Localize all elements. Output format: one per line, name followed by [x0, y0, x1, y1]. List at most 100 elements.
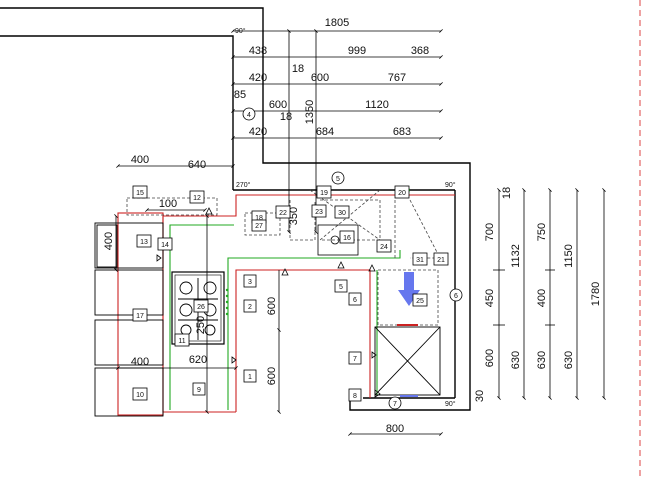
svg-text:6: 6 [454, 293, 458, 300]
box-13: 13 [136, 234, 152, 248]
dim-label: 30 [474, 390, 486, 402]
dim-label: 400 [103, 232, 115, 250]
counter-outline [117, 194, 455, 416]
wall-circle-6: 6 [449, 288, 463, 302]
box-10: 10 [132, 387, 148, 401]
svg-text:31: 31 [416, 257, 424, 264]
door-markers [156, 207, 381, 398]
svg-text:21: 21 [437, 257, 445, 264]
box-1: 1 [243, 369, 257, 383]
wall-circle-4: 4 [242, 107, 256, 121]
svg-text:3: 3 [248, 279, 252, 286]
numbered-boxes: 1 2 3 5 6 7 8 9 10 11 12 13 14 15 16 17 … [132, 185, 449, 402]
wall-labels: 4 5 6 7 [242, 107, 463, 410]
dim-label: 250 [195, 316, 207, 334]
dim-label: 630 [563, 351, 575, 369]
svg-text:5: 5 [339, 284, 343, 291]
dim-label: 600 [266, 297, 278, 315]
dim-label: 600 [484, 349, 496, 367]
box-26: 26 [193, 299, 209, 313]
svg-text:23: 23 [315, 209, 323, 216]
dim-label: 767 [388, 72, 406, 84]
dim-label: 18 [501, 187, 513, 199]
dim-label: 750 [536, 223, 548, 241]
dim-label: 600 [266, 367, 278, 385]
box-8: 8 [348, 388, 362, 402]
right-tall-unit [374, 324, 441, 397]
svg-text:7: 7 [393, 401, 397, 408]
dim-label: 350 [288, 207, 300, 225]
box-20: 20 [394, 185, 410, 199]
svg-text:24: 24 [380, 244, 388, 251]
svg-text:16: 16 [343, 235, 351, 242]
dim-label: 999 [348, 45, 366, 57]
dim-label: 640 [188, 159, 206, 171]
box-15: 15 [132, 185, 148, 199]
box-6: 6 [348, 292, 362, 306]
box-14: 14 [157, 237, 173, 251]
dim-label: 438 [249, 45, 267, 57]
wall-circle-5: 5 [331, 171, 345, 185]
dim-label: 600 [311, 72, 329, 84]
dim-label: 630 [536, 351, 548, 369]
dim-label: 400 [131, 356, 149, 368]
svg-text:18: 18 [255, 215, 263, 222]
box-5: 5 [334, 279, 348, 293]
box-17: 17 [132, 308, 148, 322]
dimension-labels: 1805 438 999 368 18 420 600 767 85 600 1… [103, 17, 602, 435]
svg-text:27: 27 [255, 223, 263, 230]
dim-label: 1805 [325, 17, 349, 29]
dim-label: 600 [269, 99, 287, 111]
svg-text:26: 26 [197, 304, 205, 311]
outer-walls [0, 7, 471, 411]
svg-text:6: 6 [353, 297, 357, 304]
svg-text:1: 1 [248, 374, 252, 381]
svg-text:7: 7 [353, 356, 357, 363]
svg-text:22: 22 [279, 210, 287, 217]
box-3: 3 [243, 274, 257, 288]
svg-text:9: 9 [197, 387, 201, 394]
dim-label: 683 [393, 126, 411, 138]
dimension-lines [114, 29, 606, 436]
svg-text:8: 8 [353, 393, 357, 400]
svg-text:15: 15 [136, 190, 144, 197]
dim-label: 400 [131, 154, 149, 166]
svg-text:11: 11 [178, 338, 185, 345]
svg-text:12: 12 [193, 195, 201, 202]
sink [317, 224, 359, 256]
svg-text:5: 5 [336, 176, 340, 183]
dim-label: 630 [510, 351, 522, 369]
dim-label: 18 [280, 111, 292, 123]
angle-labels: 90° 270° 90° 90° [235, 27, 456, 408]
dim-label: 800 [386, 423, 404, 435]
hob-range [171, 271, 229, 345]
box-9: 9 [192, 382, 206, 396]
box-27: 27 [251, 219, 267, 232]
dim-label: 620 [189, 354, 207, 366]
dim-label: 18 [292, 63, 304, 75]
dim-label: 1132 [510, 244, 522, 268]
angle-label: 90° [235, 27, 246, 35]
box-31: 31 [412, 252, 428, 266]
svg-text:10: 10 [136, 392, 144, 399]
svg-text:30: 30 [338, 210, 346, 217]
box-23: 23 [311, 204, 327, 218]
angle-label: 90° [445, 400, 456, 408]
dim-label: 450 [484, 289, 496, 307]
box-21: 21 [433, 252, 449, 266]
angle-label: 90° [445, 181, 456, 189]
dim-label: 1150 [563, 244, 575, 268]
dim-label: 700 [484, 223, 496, 241]
svg-text:2: 2 [248, 304, 252, 311]
tall-units [94, 222, 164, 417]
svg-text:20: 20 [398, 190, 406, 197]
svg-text:17: 17 [136, 313, 144, 320]
dim-label: 420 [249, 72, 267, 84]
dim-label: 100 [159, 198, 177, 210]
box-30: 30 [334, 205, 350, 219]
box-2: 2 [243, 299, 257, 313]
svg-text:14: 14 [161, 242, 169, 249]
dim-label: 368 [411, 45, 429, 57]
dim-label: 400 [536, 289, 548, 307]
